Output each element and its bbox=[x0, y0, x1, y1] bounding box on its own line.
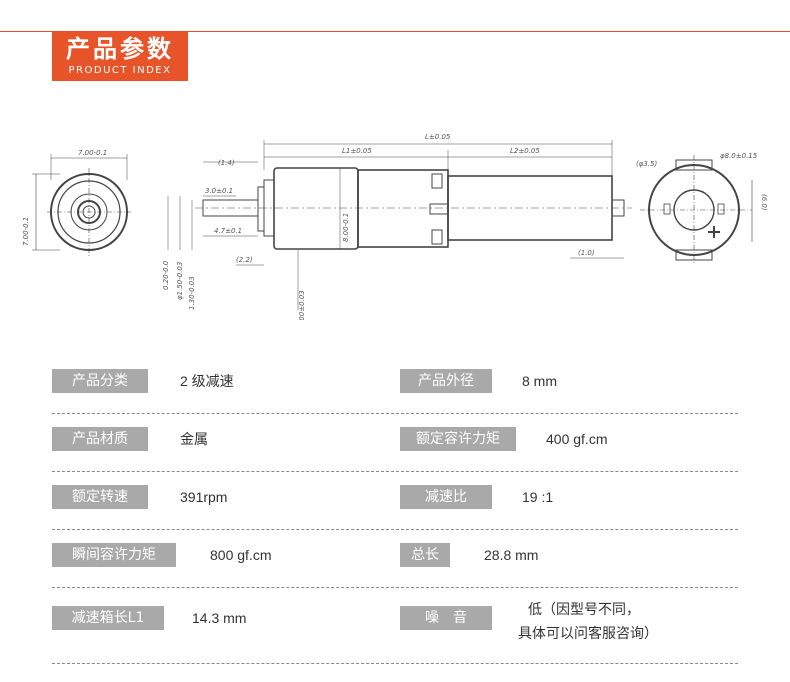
rear-view bbox=[640, 155, 753, 265]
spec-label: 瞬间容许力矩 bbox=[52, 543, 176, 567]
spec-value: 391rpm bbox=[180, 489, 228, 505]
dim-overall: L±0.05 bbox=[425, 133, 451, 141]
spec-label: 产品材质 bbox=[52, 427, 148, 451]
spec-value: 19 :1 bbox=[522, 489, 554, 505]
spec-value: 具体可以问客服咨询） bbox=[518, 625, 658, 641]
spec-label: 产品外径 bbox=[400, 369, 492, 393]
section-header: 产品参数 PRODUCT INDEX bbox=[52, 31, 188, 81]
spec-label: 额定容许力矩 bbox=[400, 427, 516, 451]
spec-row: 额定转速 391rpm 减速比 19 :1 bbox=[52, 472, 738, 530]
dim-front-width: 7.00-0.1 bbox=[78, 149, 107, 157]
dim-l2: L2±0.05 bbox=[510, 147, 540, 155]
spec-value: 800 gf.cm bbox=[210, 547, 272, 563]
spec-row: 产品分类 2 级减速 产品外径 8 mm bbox=[52, 356, 738, 414]
spec-label: 总长 bbox=[400, 543, 450, 567]
header-line bbox=[0, 31, 790, 32]
spec-value: 低（因型号不同， bbox=[528, 601, 640, 617]
dim-l1: L1±0.05 bbox=[342, 147, 372, 155]
dim-terminal: (1.0) bbox=[578, 249, 595, 257]
spec-value: 28.8 mm bbox=[484, 547, 539, 563]
dim-shaft-ext: (1.4) bbox=[218, 159, 235, 167]
spec-value: 14.3 mm bbox=[192, 610, 247, 626]
dim-shaft-len: 3.0±0.1 bbox=[205, 187, 233, 195]
dashed-divider bbox=[52, 663, 738, 664]
dim-shaft-dia-b: φ1.50-0.03 bbox=[176, 262, 184, 300]
dimension-labels: 7.00-0.1 7.00-0.1 L±0.05 L1±0.05 L2±0.05… bbox=[22, 133, 768, 332]
dim-rear-small: (φ3.5) bbox=[636, 160, 657, 168]
spec-label: 减速箱长L1 bbox=[52, 606, 164, 630]
spec-label: 额定转速 bbox=[52, 485, 148, 509]
dim-rear-height: (6.0) bbox=[760, 194, 768, 211]
dim-flange: (2.2) bbox=[236, 256, 253, 264]
dim-shaft-dia-c: 1.30-0.03 bbox=[188, 276, 196, 310]
dashed-divider bbox=[52, 471, 738, 472]
spec-row: 产品材质 金属 额定容许力矩 400 gf.cm bbox=[52, 414, 738, 472]
spec-label: 产品分类 bbox=[52, 369, 148, 393]
dim-boss-dia: φ4.00±0.03 bbox=[298, 290, 306, 320]
spec-value: 8 mm bbox=[522, 373, 557, 389]
dashed-divider bbox=[52, 413, 738, 414]
spec-value: 2 级减速 bbox=[180, 373, 234, 389]
spec-value: 金属 bbox=[180, 431, 208, 447]
dim-front-height: 7.00-0.1 bbox=[22, 217, 30, 246]
spec-label: 减速比 bbox=[400, 485, 492, 509]
dim-shaft-dia-a: 0.20-0.0 bbox=[162, 260, 170, 290]
spec-row: 减速箱长L1 14.3 mm 噪 音 低（因型号不同， 具体可以问客服咨询） bbox=[52, 588, 738, 664]
dim-shaft-len2: 4.7±0.1 bbox=[214, 227, 242, 235]
dim-rear-dia: φ8.0±0.15 bbox=[720, 152, 758, 160]
side-view bbox=[167, 140, 632, 310]
front-view bbox=[32, 154, 131, 256]
spec-row: 瞬间容许力矩 800 gf.cm 总长 28.8 mm bbox=[52, 530, 738, 588]
dashed-divider bbox=[52, 587, 738, 588]
spec-value: 400 gf.cm bbox=[546, 431, 608, 447]
section-title: 产品参数 bbox=[66, 35, 174, 63]
technical-drawing: 7.00-0.1 7.00-0.1 L±0.05 L1±0.05 L2±0.05… bbox=[0, 120, 790, 332]
section-subtitle: PRODUCT INDEX bbox=[68, 65, 172, 76]
dashed-divider bbox=[52, 529, 738, 530]
dim-body-dia: 8.00-0.1 bbox=[342, 213, 350, 242]
spec-label: 噪 音 bbox=[400, 606, 492, 630]
